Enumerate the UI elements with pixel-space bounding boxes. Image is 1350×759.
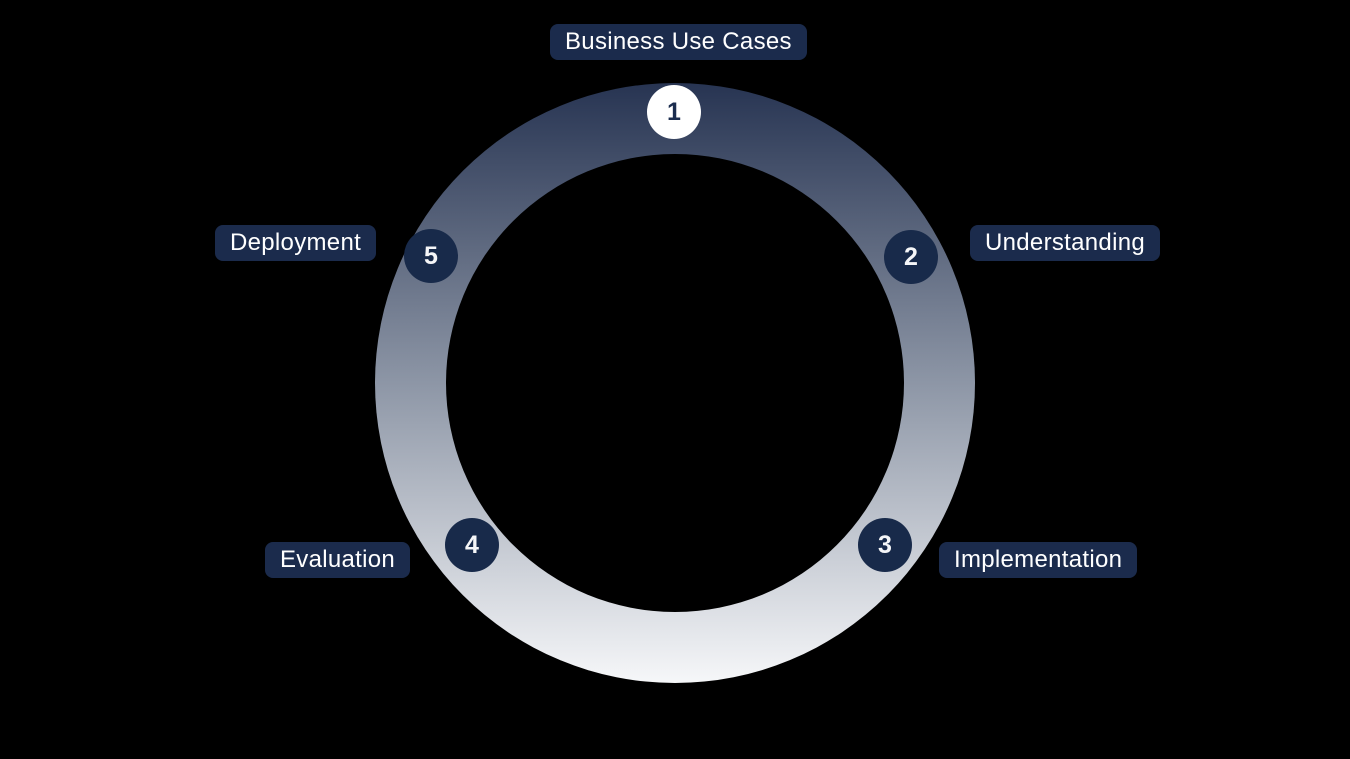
stage-5-number: 5 <box>424 241 438 270</box>
stage-5-marker: 5 <box>404 229 458 283</box>
stage-4-number: 4 <box>465 530 479 559</box>
stage-label-evaluation: Evaluation <box>265 542 411 578</box>
stage-4-marker: 4 <box>445 518 499 572</box>
stage-label-business-use-cases: Business Use Cases <box>550 24 807 60</box>
stage-2-number: 2 <box>904 242 918 271</box>
stage-3-marker: 3 <box>858 518 912 572</box>
stage-1-number: 1 <box>667 97 681 126</box>
stage-3-number: 3 <box>878 530 892 559</box>
stage-2-marker: 2 <box>884 230 938 284</box>
cycle-ring-hole <box>446 154 904 612</box>
stage-label-deployment: Deployment <box>215 225 377 261</box>
stage-label-implementation: Implementation <box>939 542 1138 578</box>
stage-label-understanding: Understanding <box>970 225 1161 261</box>
stage-1-marker: 1 <box>647 85 701 139</box>
